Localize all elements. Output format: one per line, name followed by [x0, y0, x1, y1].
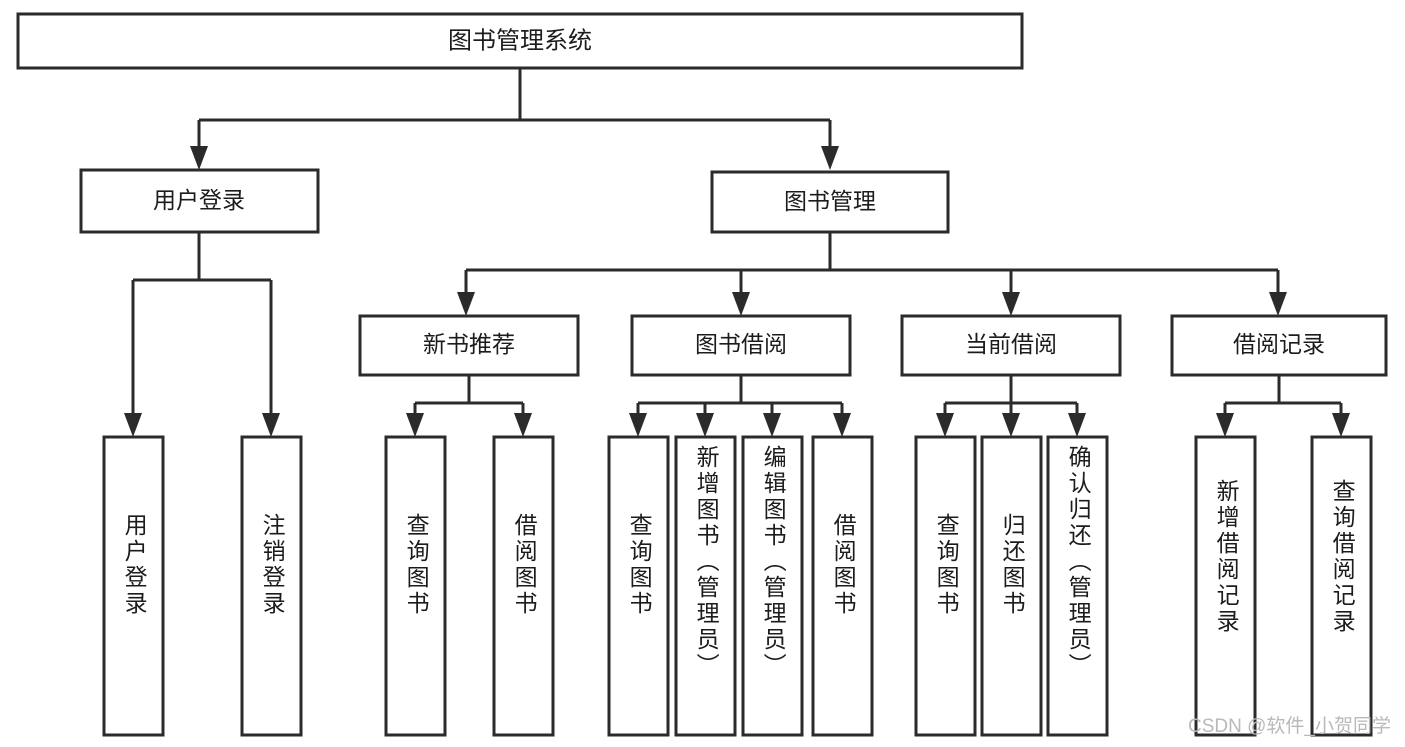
arrowhead-leaf-query-book-3 — [936, 413, 954, 437]
node-user-login-label: 用户登录 — [153, 187, 245, 213]
node-borrow-record-box[interactable] — [1170, 314, 1388, 377]
node-current-borrow-box[interactable] — [900, 314, 1122, 377]
node-book-management[interactable]: 图书管理 — [710, 170, 950, 234]
arrowhead-user-login — [190, 146, 208, 170]
connector-layer — [124, 68, 1350, 437]
node-root-label: 图书管理系统 — [448, 27, 592, 54]
node-leaf-borrow-book-2-box[interactable] — [811, 435, 874, 737]
node-leaf-logout-box[interactable] — [240, 435, 303, 737]
arrowhead-borrow-record — [1269, 292, 1287, 316]
arrowhead-book-borrow — [732, 292, 750, 316]
node-leaf-query-book-1-box[interactable] — [384, 435, 447, 737]
arrowhead-leaf-edit-book — [763, 413, 781, 437]
node-leaf-user-login-box[interactable] — [102, 435, 165, 737]
node-root[interactable]: 图书管理系统 — [16, 12, 1024, 70]
arrowhead-leaf-confirm-return — [1068, 413, 1086, 437]
arrowhead-new-book-recommend — [457, 292, 475, 316]
node-leaf-borrow-book-1-box[interactable] — [492, 435, 555, 737]
node-borrow-record[interactable]: 借阅记录 — [1170, 314, 1388, 377]
node-new-book-recommend[interactable]: 新书推荐 — [358, 314, 580, 377]
arrowhead-leaf-add-book — [696, 413, 714, 437]
node-leaf-add-book-box[interactable] — [674, 435, 737, 737]
node-new-book-recommend-box[interactable] — [358, 314, 580, 377]
node-book-borrow[interactable]: 图书借阅 — [630, 314, 852, 377]
node-user-login-box[interactable] — [79, 168, 320, 234]
node-borrow-record-label: 借阅记录 — [1233, 331, 1325, 357]
node-root-box[interactable] — [16, 12, 1024, 70]
node-user-login[interactable]: 用户登录 — [79, 168, 320, 234]
arrowhead-current-borrow — [1002, 292, 1020, 316]
arrowhead-leaf-borrow-book-2 — [833, 413, 851, 437]
arrowhead-leaf-user-login — [124, 413, 142, 437]
arrowhead-leaf-borrow-book-1 — [514, 413, 532, 437]
node-new-book-recommend-label: 新书推荐 — [423, 331, 515, 357]
leaf-box-layer — [102, 435, 1373, 737]
node-book-borrow-box[interactable] — [630, 314, 852, 377]
node-leaf-query-book-3-box[interactable] — [914, 435, 977, 737]
arrowhead-book-management — [821, 146, 839, 170]
arrowhead-leaf-query-record — [1332, 413, 1350, 437]
node-current-borrow-label: 当前借阅 — [965, 331, 1057, 357]
node-leaf-confirm-return-box[interactable] — [1046, 435, 1109, 737]
node-book-management-box[interactable] — [710, 170, 950, 234]
node-book-borrow-label: 图书借阅 — [695, 331, 787, 357]
node-leaf-return-book-box[interactable] — [980, 435, 1043, 737]
node-leaf-query-record-box[interactable] — [1310, 435, 1373, 737]
node-leaf-query-book-2-box[interactable] — [607, 435, 670, 737]
node-book-management-label: 图书管理 — [784, 188, 876, 214]
arrowhead-leaf-logout — [262, 413, 280, 437]
arrowhead-leaf-query-book-1 — [406, 413, 424, 437]
arrowhead-leaf-return-book — [1002, 413, 1020, 437]
node-leaf-add-record-box[interactable] — [1194, 435, 1257, 737]
arrowhead-leaf-query-book-2 — [629, 413, 647, 437]
arrowhead-leaf-add-record — [1216, 413, 1234, 437]
node-leaf-edit-book-box[interactable] — [741, 435, 804, 737]
node-current-borrow[interactable]: 当前借阅 — [900, 314, 1122, 377]
